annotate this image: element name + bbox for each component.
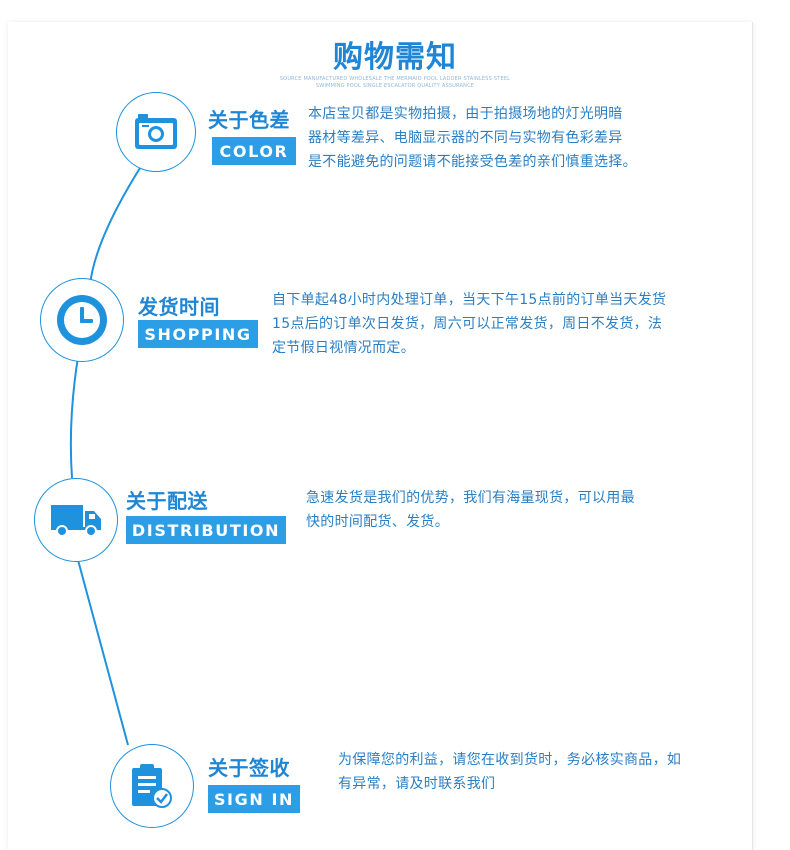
description-line: 自下单起48小时内处理订单，当天下午15点前的订单当天发货: [272, 292, 667, 308]
section-badge-signin: SIGN IN: [208, 785, 300, 813]
description-line: 快的时间配货、发货。: [306, 514, 449, 530]
description-line: 器材等差异、电脑显示器的不同与实物有色彩差异: [308, 130, 623, 146]
description-line: 急速发货是我们的优势，我们有海量现货，可以用最: [306, 490, 635, 506]
truck-icon: [50, 503, 102, 537]
section-title-color: 关于色差: [208, 108, 290, 132]
clock-icon: [55, 293, 109, 347]
clipboard-check-icon: [130, 763, 174, 809]
camera-icon-circle: [116, 92, 196, 172]
section-title-distribution: 关于配送: [126, 489, 208, 513]
section-badge-color: COLOR: [212, 137, 296, 165]
section-description-color: 本店宝贝都是实物拍摄，由于拍摄场地的灯光明暗 器材等差异、电脑显示器的不同与实物…: [308, 102, 728, 174]
section-description-shopping: 自下单起48小时内处理订单，当天下午15点前的订单当天发货 15点后的订单次日发…: [272, 288, 712, 360]
camera-icon: [134, 113, 178, 151]
truck-icon-circle: [34, 478, 118, 562]
section-badge-distribution: DISTRIBUTION: [126, 516, 286, 544]
description-line: 为保障您的利益，请您在收到货时，务必核实商品，如: [338, 752, 682, 768]
clipboard-check-icon-circle: [110, 744, 194, 828]
description-line: 定节假日视情况而定。: [272, 340, 415, 356]
section-title-shopping: 发货时间: [138, 295, 220, 319]
clock-icon-circle: [40, 278, 124, 362]
page-subtitle: SOURCE MANUFACTURED WHOLESALE THE MERMAI…: [279, 76, 511, 82]
description-line: 是不能避免的问题请不能接受色差的亲们慎重选择。: [308, 154, 637, 170]
section-description-distribution: 急速发货是我们的优势，我们有海量现货，可以用最 快的时间配货、发货。: [306, 486, 726, 534]
section-title-signin: 关于签收: [208, 756, 290, 780]
description-line: 15点后的订单次日发货，周六可以正常发货，周日不发货，法: [272, 316, 663, 332]
page-subtitle: SWIMMING POOL SINGLE ESCALATOR QUALITY A…: [315, 83, 475, 89]
section-description-signin: 为保障您的利益，请您在收到货时，务必核实商品，如 有异常，请及时联系我们: [338, 748, 738, 796]
description-line: 本店宝贝都是实物拍摄，由于拍摄场地的灯光明暗: [308, 106, 623, 122]
section-badge-shopping: SHOPPING: [138, 320, 258, 348]
description-line: 有异常，请及时联系我们: [338, 776, 496, 792]
page-title: 购物需知: [333, 40, 457, 75]
